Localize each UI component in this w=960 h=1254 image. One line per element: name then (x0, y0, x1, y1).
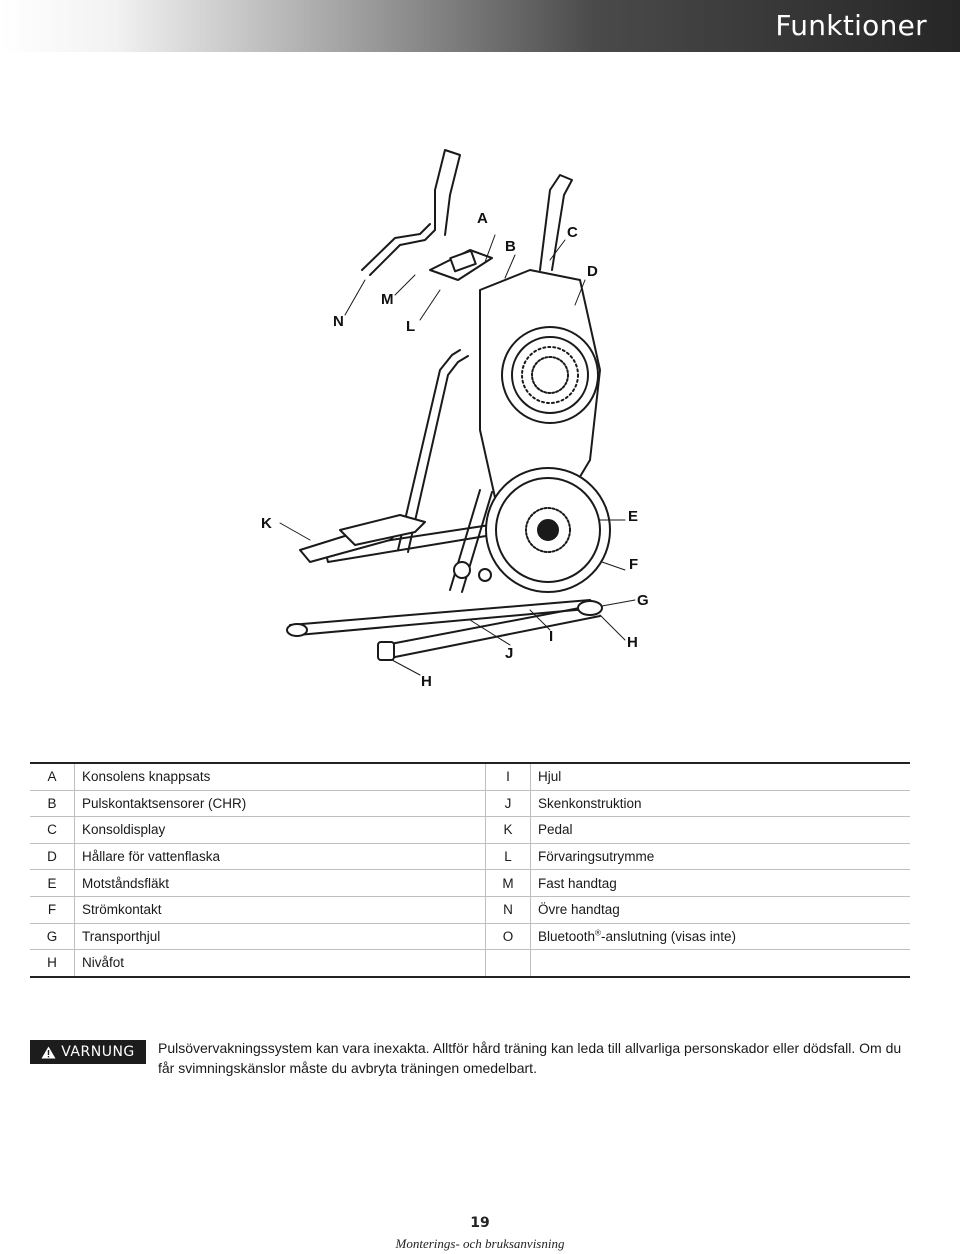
part-description: Pedal (530, 816, 910, 844)
callout-h-right: H (627, 634, 638, 651)
part-description-text: Pulskontaktsensorer (CHR) (82, 795, 247, 811)
callout-f: F (629, 556, 639, 573)
part-description: Strömkontakt (74, 895, 486, 924)
elliptical-trainer-illustration (279, 149, 636, 676)
part-description: Förvaringsutrymme (530, 842, 910, 870)
callout-n: N (333, 313, 344, 330)
part-description: Övre handtag (530, 895, 910, 924)
callout-l: L (406, 318, 416, 335)
table-row: G Transporthjul O Bluetooth®-anslutning (vi… (30, 922, 910, 950)
part-letter: K (485, 816, 531, 844)
part-letter-text: K (503, 822, 513, 838)
part-letter: A (30, 761, 75, 791)
part-letter-text: E (47, 875, 57, 891)
callout-g: G (637, 592, 649, 609)
part-description-text: Fast handtag (538, 875, 617, 891)
part-letter-text: O (502, 928, 514, 944)
part-description-text: Bluetooth (538, 928, 596, 944)
table-row: A Konsolens knappsats I Hjul (30, 761, 910, 791)
part-letter: N (485, 895, 531, 924)
part-letter-text: C (47, 822, 57, 838)
warning-text: Pulsövervakningssystem kan vara inexakta… (158, 1040, 902, 1076)
part-description-text-rest: -anslutning (visas inte) (600, 928, 737, 944)
part-description-text: Konsoldisplay (82, 822, 166, 838)
callout-d: D (587, 263, 598, 280)
part-letter: I (485, 761, 531, 791)
part-letter: G (30, 922, 75, 950)
part-description: Pulskontaktsensorer (CHR) (74, 789, 486, 817)
part-description: Konsoldisplay (74, 816, 486, 844)
part-letter: J (485, 789, 531, 817)
part-description-text: Hållare för vattenflaska (82, 849, 221, 865)
warning-triangle-icon (41, 1046, 56, 1058)
part-description-text: Hjul (538, 769, 562, 785)
part-description-text: Strömkontakt (82, 902, 162, 918)
part-letter-text: F (47, 902, 57, 918)
callout-c: C (567, 224, 578, 241)
part-description-text: Nivåfot (82, 955, 125, 971)
part-description: Hållare för vattenflaska (74, 842, 486, 870)
part-description: Fast handtag (530, 869, 910, 897)
part-description (530, 949, 910, 978)
part-letter: F (30, 895, 75, 924)
part-description: Skenkonstruktion (530, 789, 910, 817)
table-row: H Nivåfot (30, 949, 910, 978)
part-description-text: Pedal (538, 822, 573, 838)
part-description-text: Transporthjul (82, 928, 161, 944)
page-number: 19 (470, 1215, 490, 1231)
part-letter-text: A (47, 769, 57, 785)
part-letter-text: B (47, 795, 57, 811)
part-letter-text: J (504, 795, 512, 811)
part-letter-text: N (503, 902, 513, 918)
part-description: Transporthjul (74, 922, 486, 950)
callout-h-left: H (421, 673, 432, 690)
part-letter-text: L (504, 849, 512, 865)
part-description: Bluetooth®-anslutning (visas inte) (530, 922, 910, 950)
part-description: Nivåfot (74, 949, 486, 978)
callout-i: I (549, 628, 554, 645)
callout-e: E (628, 508, 639, 525)
part-description: Hjul (530, 761, 910, 791)
part-letter-text: H (47, 955, 57, 971)
callout-b: B (505, 238, 516, 255)
part-description-text: Förvaringsutrymme (538, 849, 655, 865)
part-description-text: Övre handtag (538, 902, 620, 918)
part-letter: M (485, 869, 531, 897)
callout-a: A (477, 210, 488, 227)
part-letter-text: D (47, 849, 57, 865)
footer-title: Monterings- och bruksanvisning (395, 1236, 565, 1251)
part-letter: E (30, 869, 75, 897)
warning-badge: VARNUNG (30, 1040, 146, 1064)
part-description-text: Skenkonstruktion (538, 795, 642, 811)
part-letter-text: M (502, 875, 514, 891)
part-letter-text: G (46, 928, 58, 944)
table-row: E Motståndsfläkt M Fast handtag (30, 869, 910, 897)
part-description-text: Motståndsfläkt (82, 875, 170, 891)
callout-j: J (505, 645, 514, 662)
part-description: Konsolens knappsats (74, 761, 486, 791)
part-letter: C (30, 816, 75, 844)
part-letter (485, 949, 531, 978)
part-description: Motståndsfläkt (74, 869, 486, 897)
header-bar: Funktioner (0, 0, 960, 52)
part-letter: H (30, 949, 75, 978)
warning-label: VARNUNG (61, 1044, 135, 1060)
table-row: B Pulskontaktsensorer (CHR) J Skenkonstrukt… (30, 789, 910, 817)
table-row: C Konsoldisplay K Pedal (30, 816, 910, 844)
table-row: D Hållare för vattenflaska L Förvaringsutry… (30, 842, 910, 870)
part-letter: L (485, 842, 531, 870)
part-letter-text: I (506, 769, 510, 785)
part-letter: O (485, 922, 531, 950)
table-row: F Strömkontakt N Övre handtag (30, 895, 910, 924)
page-title: Funktioner (775, 9, 927, 42)
part-description-text: Konsolens knappsats (82, 769, 211, 785)
part-letter: B (30, 789, 75, 817)
registered-mark: ® (595, 928, 601, 938)
callout-m: M (381, 291, 394, 308)
callout-k: K (261, 515, 272, 532)
part-letter: D (30, 842, 75, 870)
